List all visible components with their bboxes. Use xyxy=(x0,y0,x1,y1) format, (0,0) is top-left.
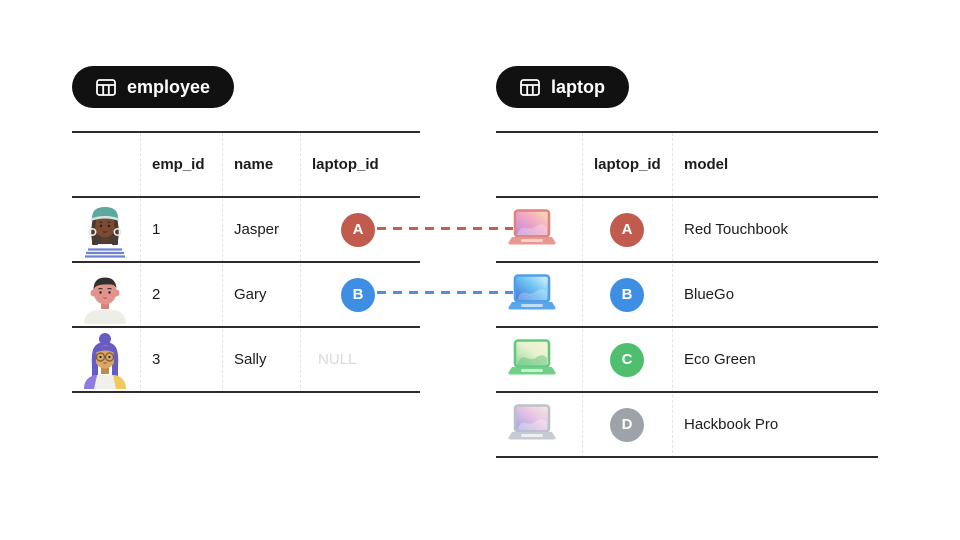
laptop-blue-icon xyxy=(506,273,558,316)
table-row: 3 Sally NULL xyxy=(72,328,420,393)
avatar-jasper-icon xyxy=(78,201,132,263)
key-badge-a: A xyxy=(610,212,644,247)
avatar-sally-icon xyxy=(78,331,132,393)
laptop-green-icon xyxy=(506,338,558,381)
employee-table: emp_id name laptop_id xyxy=(72,131,420,393)
employee-header-row: emp_id name laptop_id xyxy=(72,133,420,198)
laptop-red-icon xyxy=(506,208,558,251)
employee-table-title: employee xyxy=(127,76,211,97)
relation-line-a xyxy=(377,227,513,230)
cell-emp-id: 1 xyxy=(152,221,161,238)
cell-emp-id: 3 xyxy=(152,351,161,368)
header-spacer xyxy=(496,133,582,196)
key-badge-c: C xyxy=(610,342,644,377)
key-badge-d: D xyxy=(610,407,644,442)
key-badge-b: B xyxy=(341,277,375,312)
cell-name: Jasper xyxy=(234,221,280,238)
column-header-model: model xyxy=(684,156,729,173)
cell-model: BlueGo xyxy=(684,286,735,303)
cell-model: Red Touchbook xyxy=(684,221,788,238)
table-icon xyxy=(520,78,540,96)
cell-name: Gary xyxy=(234,286,267,303)
table-icon xyxy=(96,78,116,96)
key-badge-a: A xyxy=(341,212,375,247)
laptop-table-badge: laptop xyxy=(496,66,629,108)
avatar-gary-icon xyxy=(78,266,132,328)
laptop-header-row: laptop_id model xyxy=(496,133,878,198)
table-row: C Eco Green xyxy=(496,328,878,393)
table-row: 2 Gary B xyxy=(72,263,420,328)
cell-emp-id: 2 xyxy=(152,286,161,303)
laptop-table: laptop_id model A Red Touchbook xyxy=(496,131,878,458)
key-badge-b: B xyxy=(610,277,644,312)
laptop-table-title: laptop xyxy=(551,76,605,97)
column-header-name: name xyxy=(234,156,274,173)
laptop-gray-icon xyxy=(506,403,558,446)
header-spacer xyxy=(72,133,140,196)
column-header-emp-id: emp_id xyxy=(152,156,205,173)
column-header-laptop-id: laptop_id xyxy=(594,156,661,173)
column-header-laptop-id: laptop_id xyxy=(312,156,379,173)
cell-laptop-id-null: NULL xyxy=(318,351,357,368)
employee-table-badge: employee xyxy=(72,66,235,108)
table-row: A Red Touchbook xyxy=(496,198,878,263)
cell-model: Hackbook Pro xyxy=(684,416,779,433)
relation-line-b xyxy=(377,291,513,294)
table-row: D Hackbook Pro xyxy=(496,393,878,458)
table-row: B BlueGo xyxy=(496,263,878,328)
table-row: 1 Jasper A xyxy=(72,198,420,263)
cell-model: Eco Green xyxy=(684,351,756,368)
cell-name: Sally xyxy=(234,351,267,368)
